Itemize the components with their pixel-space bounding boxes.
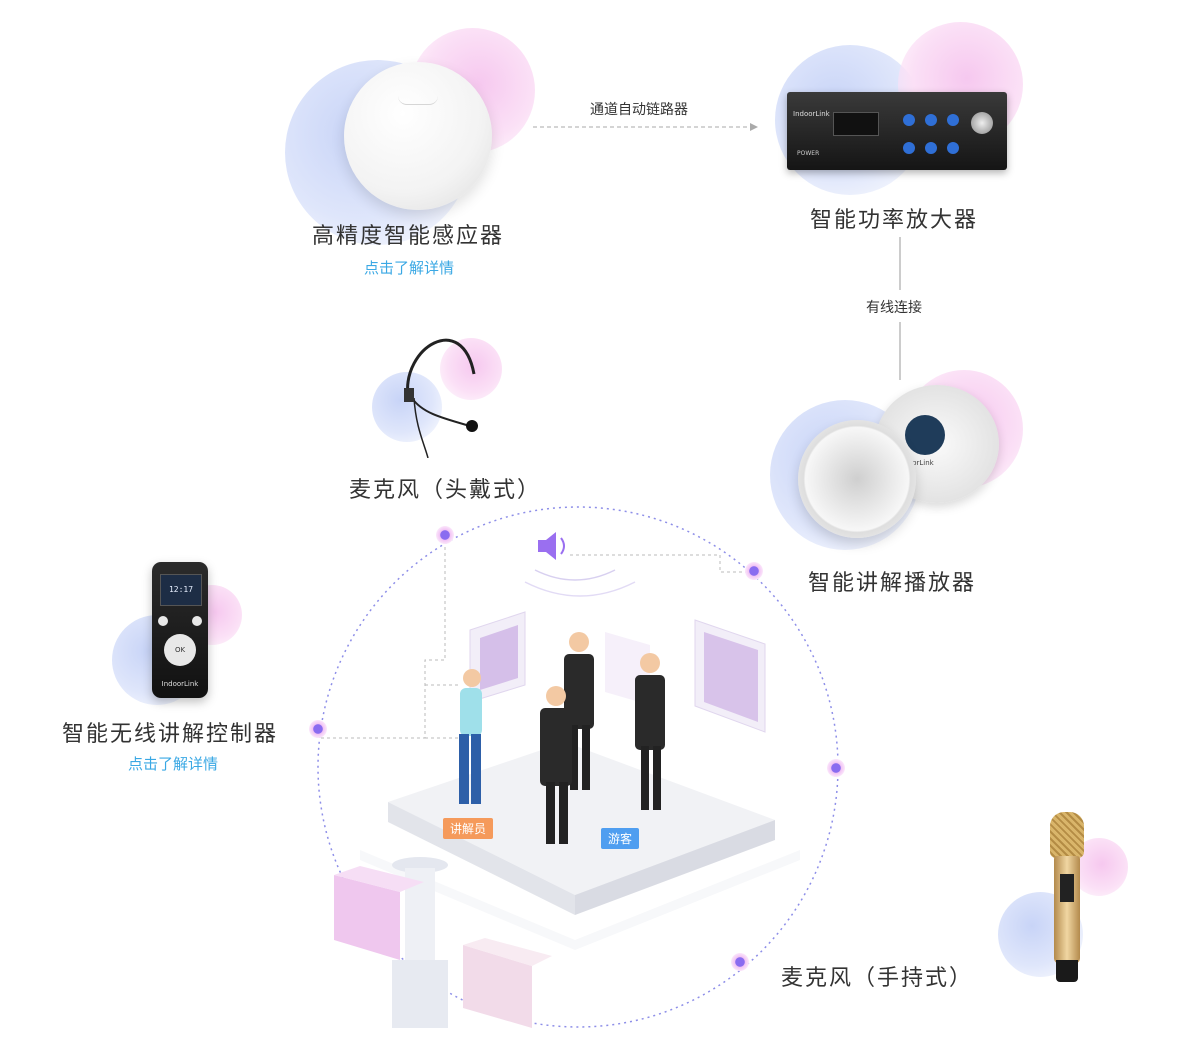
- amp-display: [833, 112, 879, 136]
- link-label-channel: 通道自动链路器: [590, 102, 688, 118]
- headset-mic-title: 麦克风（头戴式）: [349, 478, 542, 503]
- controller-dpad[interactable]: OK: [164, 634, 196, 666]
- amp-knob-1[interactable]: [903, 114, 915, 126]
- guide-tag: 讲解员: [443, 818, 494, 839]
- scene-painting-1: [469, 611, 526, 703]
- headset-mic-image[interactable]: [392, 318, 487, 458]
- controller-btn-left[interactable]: [158, 616, 168, 626]
- controller-device[interactable]: 12:17 OK IndoorLink: [152, 562, 208, 698]
- amp-knob-6[interactable]: [947, 142, 959, 154]
- handheld-mic-image[interactable]: [1048, 812, 1088, 984]
- scene-guide-figure: [459, 669, 482, 804]
- scene-visitor-3: [540, 686, 572, 844]
- scene-block-right: [463, 938, 552, 1028]
- controller-brand: IndoorLink: [161, 680, 199, 688]
- headset-bg-blob-pink: [440, 338, 502, 400]
- scene-visitor-2: [635, 653, 665, 810]
- controller-btn-right[interactable]: [192, 616, 202, 626]
- sensor-details-link[interactable]: 点击了解详情: [364, 259, 455, 277]
- amplifier-device[interactable]: IndoorLink POWER: [787, 92, 1007, 170]
- speaker-brand-disc: [905, 415, 945, 455]
- controller-ok-label: OK: [174, 646, 186, 654]
- exhibition-scene: [334, 532, 800, 1028]
- amp-volume-knob[interactable]: [971, 112, 993, 134]
- sensor-title: 高精度智能感应器: [312, 224, 505, 249]
- handheld-mic-title: 麦克风（手持式）: [781, 966, 974, 991]
- controller-screen-time: 12:17: [168, 585, 194, 594]
- amp-brand: IndoorLink: [793, 110, 830, 118]
- amp-power-label: POWER: [797, 150, 820, 157]
- speaker-title: 智能讲解播放器: [808, 571, 977, 596]
- visitor-tag: 游客: [601, 828, 640, 849]
- sensor-notch: [398, 96, 438, 105]
- amplifier-title: 智能功率放大器: [810, 208, 979, 233]
- orbit-node-right[interactable]: [827, 759, 845, 777]
- speaker-front-grille[interactable]: [798, 420, 916, 538]
- orbit-node-handheld[interactable]: [731, 953, 749, 971]
- orbit-node-speaker[interactable]: [745, 562, 763, 580]
- sensor-device[interactable]: [344, 62, 492, 210]
- handheld-mic-base: [1056, 960, 1078, 982]
- scene-platform: [360, 742, 800, 950]
- link-label-wired: 有线连接: [866, 300, 922, 316]
- scene-visitor-1: [564, 632, 594, 790]
- amp-knob-3[interactable]: [947, 114, 959, 126]
- speaker-brand: IndoorLink: [897, 459, 934, 467]
- controller-title: 智能无线讲解控制器: [62, 722, 279, 747]
- scene-painting-3: [694, 619, 766, 733]
- controller-screen: 12:17: [160, 574, 202, 606]
- handheld-mic-screen: [1060, 874, 1074, 902]
- scene-speaker-icon: [524, 532, 636, 597]
- orbit-node-controller[interactable]: [309, 720, 327, 738]
- amp-knob-5[interactable]: [925, 142, 937, 154]
- amp-knob-4[interactable]: [903, 142, 915, 154]
- scene-block-left: [334, 866, 424, 960]
- controller-details-link[interactable]: 点击了解详情: [128, 755, 219, 773]
- orbit-node-headset[interactable]: [436, 526, 454, 544]
- amp-knob-2[interactable]: [925, 114, 937, 126]
- scene-pillar: [392, 857, 448, 1028]
- handheld-mic-head: [1050, 812, 1084, 858]
- handheld-mic-body: [1054, 856, 1080, 964]
